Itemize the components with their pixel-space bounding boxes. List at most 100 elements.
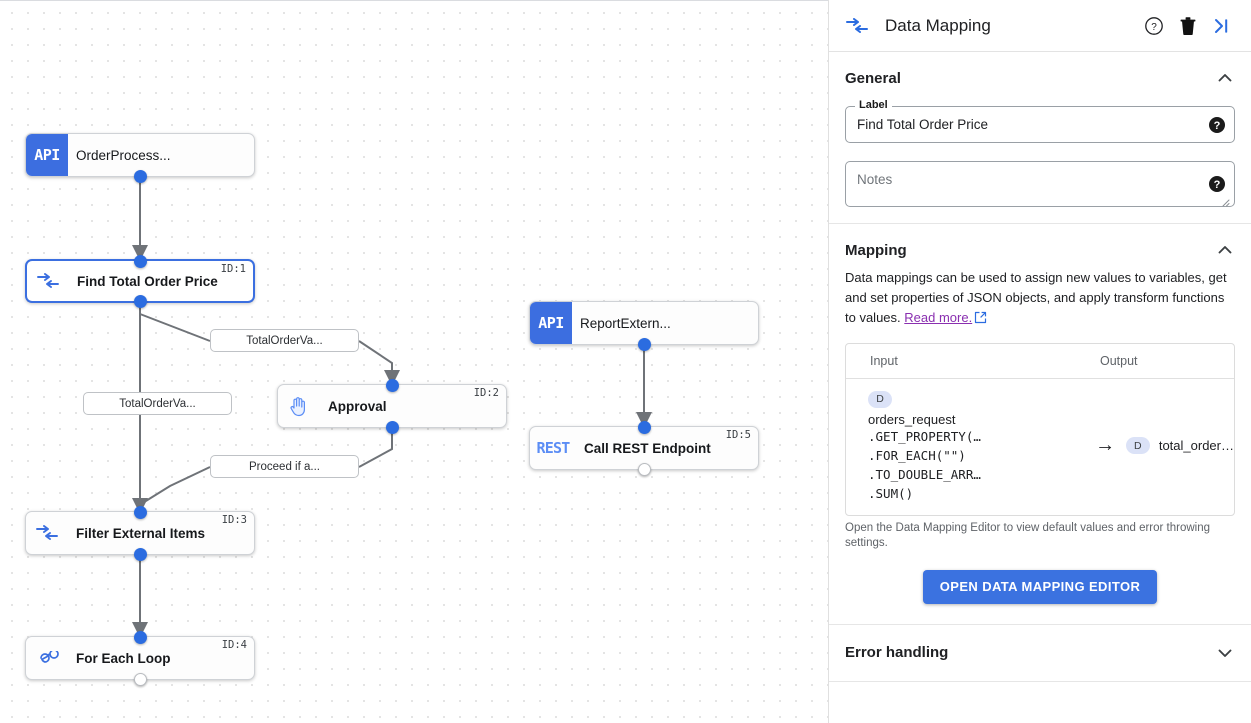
node-port-top[interactable]	[385, 378, 399, 392]
mapping-input-chain-line: .GET_PROPERTY(…	[868, 428, 981, 444]
section-error-handling-title: Error handling	[845, 644, 949, 661]
notes-field[interactable]: Notes ?	[845, 161, 1235, 207]
notes-placeholder: Notes	[857, 172, 893, 187]
label-field-value: Find Total Order Price	[857, 117, 989, 132]
workflow-canvas[interactable]: API OrderProcess... Find Total Order Pri…	[0, 0, 828, 723]
mapping-output-name: total_order…	[1158, 438, 1234, 454]
edge-label[interactable]: TotalOrderVa...	[83, 392, 232, 415]
node-label: Approval	[328, 398, 387, 414]
section-divider	[829, 680, 1251, 682]
node-label: OrderProcess...	[76, 147, 171, 163]
help-filled-icon[interactable]: ?	[1208, 116, 1226, 134]
node-label: Call REST Endpoint	[584, 440, 711, 456]
label-field[interactable]: Label Find Total Order Price ?	[845, 99, 1235, 143]
node-id-tag: ID:4	[221, 639, 247, 651]
data-mapping-icon	[845, 17, 871, 34]
workflow-node[interactable]: API ReportExtern...	[529, 301, 759, 351]
node-label: Filter External Items	[76, 525, 206, 541]
panel-header: Data Mapping ?	[829, 0, 1251, 52]
edge-label[interactable]: Proceed if a...	[210, 455, 359, 478]
mapping-row[interactable]: D orders_request .GET_PROPERTY(… .FOR_EA…	[846, 379, 1234, 515]
svg-text:?: ?	[1151, 22, 1157, 33]
node-port-bottom[interactable]	[637, 337, 651, 351]
node-port-bottom[interactable]	[385, 420, 399, 434]
label-field-legend: Label	[855, 99, 892, 111]
data-mapping-icon	[26, 512, 68, 554]
node-port-bottom[interactable]	[133, 547, 147, 561]
type-badge: D	[868, 390, 892, 408]
chevron-up-icon[interactable]	[1215, 240, 1235, 260]
node-port-bottom[interactable]	[133, 294, 147, 308]
api-badge-icon: API	[26, 134, 68, 176]
section-divider	[829, 223, 1251, 224]
data-mapping-icon	[27, 261, 69, 301]
node-label: Find Total Order Price	[77, 273, 218, 289]
node-label: ReportExtern...	[580, 315, 671, 331]
rest-badge-icon: REST	[536, 439, 571, 457]
hand-icon	[278, 385, 320, 427]
external-link-icon[interactable]	[974, 310, 987, 330]
workflow-node[interactable]: API OrderProcess...	[25, 133, 255, 183]
edge-label-text: TotalOrderVa...	[119, 397, 196, 410]
chevron-up-icon[interactable]	[1215, 68, 1235, 88]
trash-icon[interactable]	[1173, 11, 1203, 41]
api-badge-icon: API	[530, 302, 572, 344]
workflow-node-find-total-order-price[interactable]: Find Total Order Price ID:1	[25, 254, 255, 308]
node-port-bottom[interactable]	[133, 169, 147, 183]
node-id-tag: ID:5	[725, 429, 751, 441]
mapping-input-root: orders_request	[868, 411, 956, 427]
column-header-input: Input	[870, 354, 898, 368]
workflow-node-for-each-loop[interactable]: For Each Loop ID:4	[25, 630, 255, 686]
page-title: Data Mapping	[885, 15, 991, 35]
mapping-description: Data mappings can be used to assign new …	[845, 268, 1235, 330]
node-port-bottom[interactable]	[133, 672, 147, 686]
mapping-table: Input Output D orders_request .GET_PROPE…	[845, 343, 1235, 516]
open-data-mapping-editor-button[interactable]: OPEN DATA MAPPING EDITOR	[922, 569, 1158, 604]
workflow-node-call-rest-endpoint[interactable]: REST Call REST Endpoint ID:5	[529, 420, 759, 476]
node-port-top[interactable]	[133, 505, 147, 519]
mapping-input-chain-line: .SUM()	[868, 485, 914, 501]
section-mapping-header[interactable]: Mapping	[845, 238, 1235, 266]
mapping-input-cell: D orders_request .GET_PROPERTY(… .FOR_EA…	[846, 389, 1084, 503]
read-more-link[interactable]: Read more.	[904, 310, 973, 325]
workflow-node-filter-external-items[interactable]: Filter External Items ID:3	[25, 505, 255, 561]
node-id-tag: ID:1	[220, 263, 246, 275]
loop-icon	[26, 637, 68, 679]
section-mapping-title: Mapping	[845, 241, 907, 259]
svg-text:?: ?	[1214, 119, 1221, 131]
section-divider	[829, 623, 1251, 625]
mapping-hint: Open the Data Mapping Editor to view def…	[845, 521, 1211, 549]
node-port-bottom[interactable]	[637, 462, 651, 476]
workflow-node-approval[interactable]: Approval ID:2	[277, 378, 507, 434]
mapping-output-cell: D total_order…	[1125, 437, 1234, 455]
help-filled-icon[interactable]: ?	[1208, 175, 1226, 193]
section-general-title: General	[845, 69, 901, 87]
section-mapping: Mapping Data mappings can be used to ass…	[829, 224, 1251, 624]
properties-panel: Data Mapping ?	[828, 0, 1251, 723]
node-port-top[interactable]	[133, 254, 147, 268]
node-port-top[interactable]	[637, 420, 651, 434]
edge-label-text: Proceed if a...	[249, 460, 320, 473]
node-port-top[interactable]	[133, 630, 147, 644]
mapping-button-row: OPEN DATA MAPPING EDITOR	[845, 569, 1235, 624]
mapping-arrow-icon: →	[1095, 434, 1116, 457]
help-circle-icon[interactable]: ?	[1139, 11, 1169, 41]
type-badge: D	[1125, 437, 1150, 455]
mapping-input-chain-line: .TO_DOUBLE_ARR…	[868, 466, 981, 482]
column-header-output: Output	[1100, 354, 1138, 368]
section-error-handling-header[interactable]: Error handling	[829, 625, 1251, 681]
resize-handle[interactable]	[1220, 194, 1230, 207]
collapse-panel-right-icon[interactable]	[1207, 11, 1237, 41]
mapping-description-text: Data mappings can be used to assign new …	[845, 270, 1227, 325]
section-general-header[interactable]: General	[845, 66, 1235, 94]
mapping-input-chain-line: .FOR_EACH("")	[868, 447, 966, 463]
chevron-down-icon[interactable]	[1215, 643, 1235, 663]
svg-text:?: ?	[1214, 179, 1221, 191]
node-label: For Each Loop	[76, 650, 171, 666]
mapping-table-header: Input Output	[846, 344, 1234, 379]
section-general: General Label Find Total Order Price ? N…	[829, 52, 1251, 223]
edge-layer	[132, 177, 652, 638]
edge-label-text: TotalOrderVa...	[246, 334, 323, 347]
edge-label[interactable]: TotalOrderVa...	[210, 329, 359, 352]
